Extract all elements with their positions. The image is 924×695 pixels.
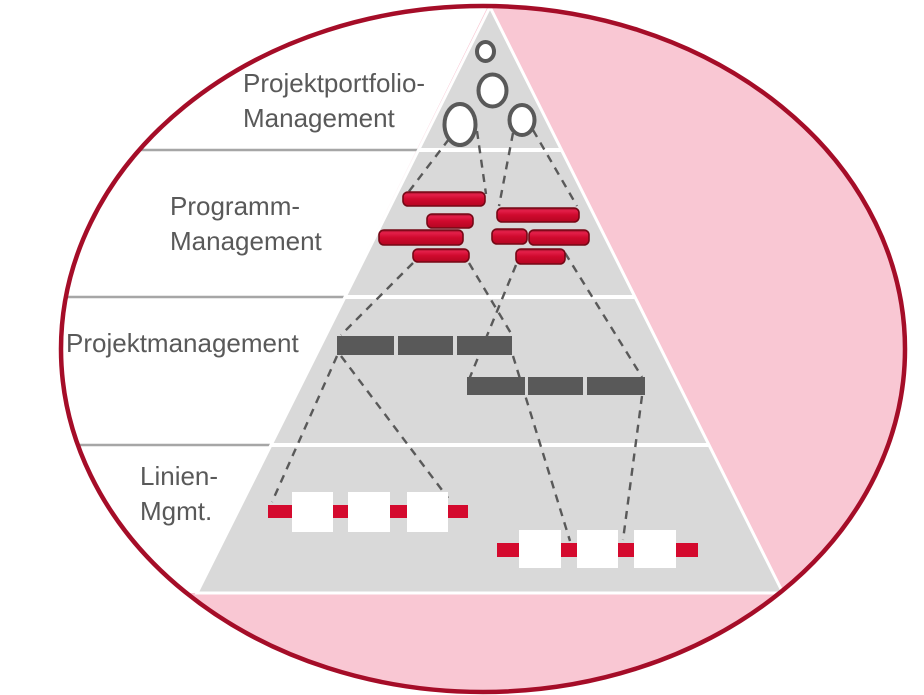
program-gantt-bar [412,248,470,263]
line-process-chain-2 [497,530,698,568]
process-link [561,543,578,557]
connector-circle3-to-left-group-end [475,130,488,195]
program-gantt-bar [496,207,580,223]
program-gantt-bar [491,228,528,245]
process-link [675,543,698,557]
process-step-box [519,530,561,568]
project-bar-segment [337,336,394,355]
label-portfolio-line2: Management [243,103,396,133]
portfolio-bubble [475,40,496,63]
connector-circle4-to-right-group-end [531,129,579,207]
label-portfolio-line1: Projektportfolio- [243,68,425,98]
project-chain-2 [467,377,645,395]
process-step-box [577,530,618,568]
label-programm-line1: Programm- [170,191,300,221]
portfolio-bubbles [442,40,537,147]
portfolio-bubble [442,102,478,147]
project-bar-segment [467,377,525,395]
project-bar-segment [398,336,453,355]
program-gantt-bar [426,213,474,229]
connector-circle3-to-left-group-start [406,138,450,195]
label-linien-line2: Mgmt. [140,496,212,526]
level-labels: Projektportfolio- Management Programm- M… [66,68,425,526]
process-step-box [634,530,676,568]
program-gantt-bar [528,229,590,246]
process-link [446,505,468,518]
connector-left-group-to-chain1-start [340,262,414,336]
connector-chain1-to-process1-start [270,355,339,503]
process-step-box [292,492,333,532]
project-bar-segment [528,377,583,395]
project-chain-1 [337,336,512,355]
program-gantt-group-right [491,207,590,265]
process-step-box [348,492,390,532]
process-link [617,543,636,557]
connector-right-group-to-chain2-end [563,252,644,378]
connector-circle4-to-right-group-start [497,132,515,207]
label-linien-line1: Linien- [140,461,218,491]
process-step-box [407,492,448,532]
program-gantt-bar [378,229,464,246]
connector-right-group-to-chain2-start [466,264,518,383]
project-bar-segment [587,377,645,395]
connector-chain2-to-process2 [621,395,644,541]
program-gantt-bar [402,191,486,207]
process-link [389,505,408,518]
project-bar-segment [457,336,512,355]
process-link [268,505,293,518]
process-link [332,505,349,518]
portfolio-bubble [476,72,509,109]
scope-ellipse-border [58,3,908,695]
portfolio-bubble [507,103,537,137]
program-gantt-bar [515,248,566,265]
line-process-chain-1 [268,492,468,532]
connector-chain1-to-process1-end [340,355,449,499]
program-gantt-group-left [378,191,486,263]
label-programm-line2: Management [170,226,323,256]
label-projekt: Projektmanagement [66,328,299,358]
process-link [497,543,520,557]
